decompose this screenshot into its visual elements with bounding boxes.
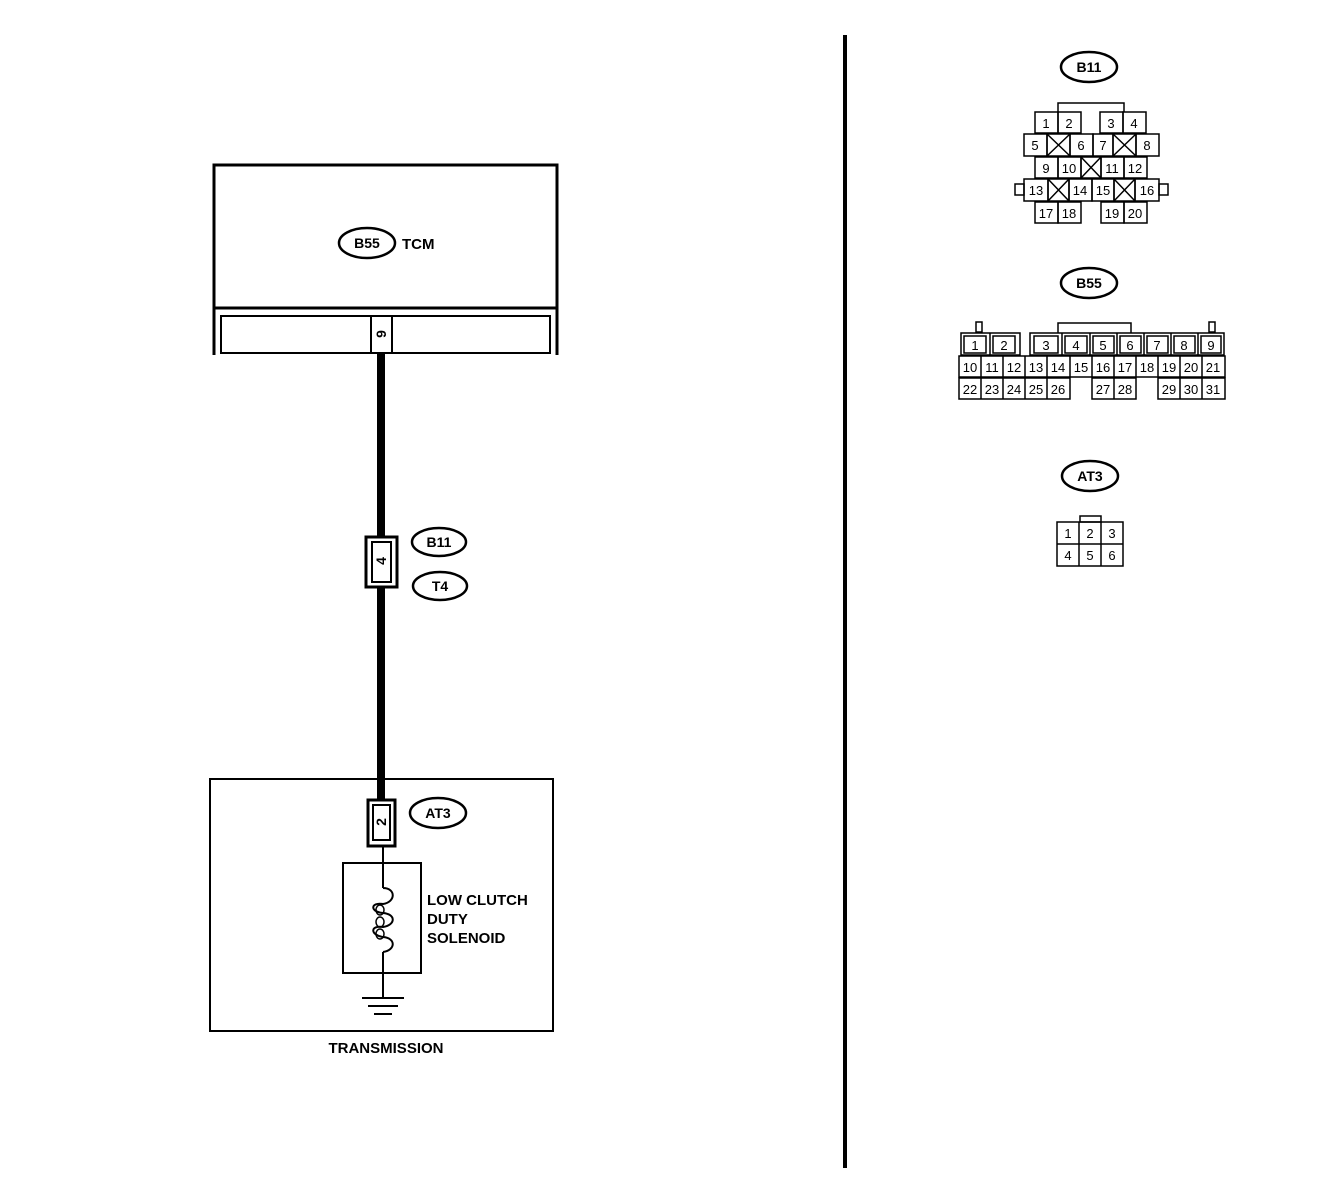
b55-pin: 13 bbox=[1029, 360, 1043, 375]
at3-pin: 6 bbox=[1108, 548, 1115, 563]
b55-pin: 27 bbox=[1096, 382, 1110, 397]
b55-pin: 30 bbox=[1184, 382, 1198, 397]
b11-pin: 5 bbox=[1031, 138, 1038, 153]
at3-pin: 3 bbox=[1108, 526, 1115, 541]
tcm-label: TCM bbox=[402, 236, 435, 253]
b55-view-badge bbox=[1059, 266, 1119, 300]
b55-pin: 12 bbox=[1007, 360, 1021, 375]
b55-pin: 2 bbox=[1000, 338, 1007, 353]
b55-pin: 6 bbox=[1126, 338, 1133, 353]
b11-pin: 2 bbox=[1065, 116, 1072, 131]
tcm-connector-badge bbox=[337, 226, 397, 260]
at3-terminal-number: 2 bbox=[373, 818, 389, 826]
at3-view-badge bbox=[1060, 459, 1120, 493]
at3-badge bbox=[408, 796, 468, 830]
b55-pin: 16 bbox=[1096, 360, 1110, 375]
tcm-unit: B55 TCM 9 bbox=[212, 163, 559, 355]
b11-pin: 13 bbox=[1029, 183, 1043, 198]
b55-connector-view: B55 bbox=[958, 266, 1226, 400]
b55-pin: 25 bbox=[1029, 382, 1043, 397]
b11-pin: 16 bbox=[1140, 183, 1154, 198]
b11-pin: 15 bbox=[1096, 183, 1110, 198]
b11-pin: 19 bbox=[1105, 206, 1119, 221]
b55-pin: 26 bbox=[1051, 382, 1065, 397]
joint-terminal-box bbox=[371, 541, 392, 583]
b55-pin: 18 bbox=[1140, 360, 1154, 375]
solenoid-label-line1: LOW CLUTCH bbox=[427, 892, 528, 909]
at3-view-label: AT3 bbox=[1077, 468, 1103, 484]
b11-pin: 4 bbox=[1130, 116, 1137, 131]
b55-pin: 29 bbox=[1162, 382, 1176, 397]
b55-view-label: B55 bbox=[1076, 275, 1102, 291]
b55-pin: 9 bbox=[1207, 338, 1214, 353]
b11-pin: 20 bbox=[1128, 206, 1142, 221]
at3-terminal-box bbox=[372, 804, 391, 841]
joint-connector: 4 B11 T4 bbox=[364, 526, 469, 602]
at3-connector-view: AT3 bbox=[1056, 459, 1124, 567]
b11-pin: 12 bbox=[1128, 161, 1142, 176]
joint-terminal-number: 4 bbox=[373, 557, 389, 565]
b55-pin: 28 bbox=[1118, 382, 1132, 397]
b11-pin: 11 bbox=[1105, 161, 1119, 176]
b55-pin: 23 bbox=[985, 382, 999, 397]
b55-pin: 1 bbox=[971, 338, 978, 353]
b55-pin: 22 bbox=[963, 382, 977, 397]
b55-pin: 20 bbox=[1184, 360, 1198, 375]
b11-pin: 9 bbox=[1042, 161, 1049, 176]
at3-pin: 5 bbox=[1086, 548, 1093, 563]
b11-pin: 1 bbox=[1042, 116, 1049, 131]
at3-connector-id: AT3 bbox=[425, 805, 451, 821]
joint-connector-a-id: B11 bbox=[427, 534, 452, 550]
tcm-box bbox=[212, 163, 559, 310]
b55-pin: 11 bbox=[985, 360, 999, 375]
b11-pin: 7 bbox=[1099, 138, 1106, 153]
b55-pin: 4 bbox=[1072, 338, 1079, 353]
b55-pin: 10 bbox=[963, 360, 977, 375]
b11-view-label: B11 bbox=[1077, 59, 1102, 75]
b55-pin: 14 bbox=[1051, 360, 1065, 375]
b55-pin: 24 bbox=[1007, 382, 1021, 397]
b11-pin: 6 bbox=[1077, 138, 1084, 153]
b55-pin: 21 bbox=[1206, 360, 1220, 375]
ground-icon bbox=[362, 997, 404, 1015]
b55-pin-numbers: 1 2 3 4 5 6 7 8 9 10 11 12 13 14 15 16 1… bbox=[963, 338, 1220, 397]
solenoid-coil-icon bbox=[372, 887, 394, 953]
b11-connector-view: B11 bbox=[1014, 50, 1169, 224]
b11-view-badge bbox=[1059, 50, 1119, 84]
b11-pin: 18 bbox=[1062, 206, 1076, 221]
joint-connector-b-id: T4 bbox=[432, 578, 449, 594]
b11-pin: 10 bbox=[1062, 161, 1076, 176]
b11-pin-numbers: 1 2 3 4 5 6 7 8 9 10 11 12 13 14 15 16 1… bbox=[1029, 116, 1154, 221]
at3-pin-numbers: 1 2 3 4 5 6 bbox=[1064, 526, 1115, 563]
b55-pin: 7 bbox=[1153, 338, 1160, 353]
b55-pin: 19 bbox=[1162, 360, 1176, 375]
b11-pin: 17 bbox=[1039, 206, 1053, 221]
b11-pin: 14 bbox=[1073, 183, 1087, 198]
b55-pin: 17 bbox=[1118, 360, 1132, 375]
transmission-unit: 2 AT3 LOW CLUTCH DUTY SOLENOID bbox=[209, 778, 554, 1032]
b55-pin: 15 bbox=[1074, 360, 1088, 375]
joint-badge-a bbox=[410, 526, 468, 558]
solenoid-label-line3: SOLENOID bbox=[427, 930, 506, 947]
b55-pin: 5 bbox=[1099, 338, 1106, 353]
transmission-label: TRANSMISSION bbox=[328, 1040, 443, 1057]
transmission-box bbox=[209, 778, 554, 1032]
b11-pin: 3 bbox=[1107, 116, 1114, 131]
at3-pin: 4 bbox=[1064, 548, 1071, 563]
solenoid-label-line2: DUTY bbox=[427, 911, 468, 928]
b11-pin: 8 bbox=[1143, 138, 1150, 153]
joint-badge-b bbox=[411, 570, 469, 602]
at3-pin: 1 bbox=[1064, 526, 1071, 541]
at3-pin: 2 bbox=[1086, 526, 1093, 541]
tcm-connector-id: B55 bbox=[354, 235, 380, 251]
b55-pin: 31 bbox=[1206, 382, 1220, 397]
b55-pin: 8 bbox=[1180, 338, 1187, 353]
tcm-terminal-number: 9 bbox=[373, 330, 389, 338]
b55-pin: 3 bbox=[1042, 338, 1049, 353]
